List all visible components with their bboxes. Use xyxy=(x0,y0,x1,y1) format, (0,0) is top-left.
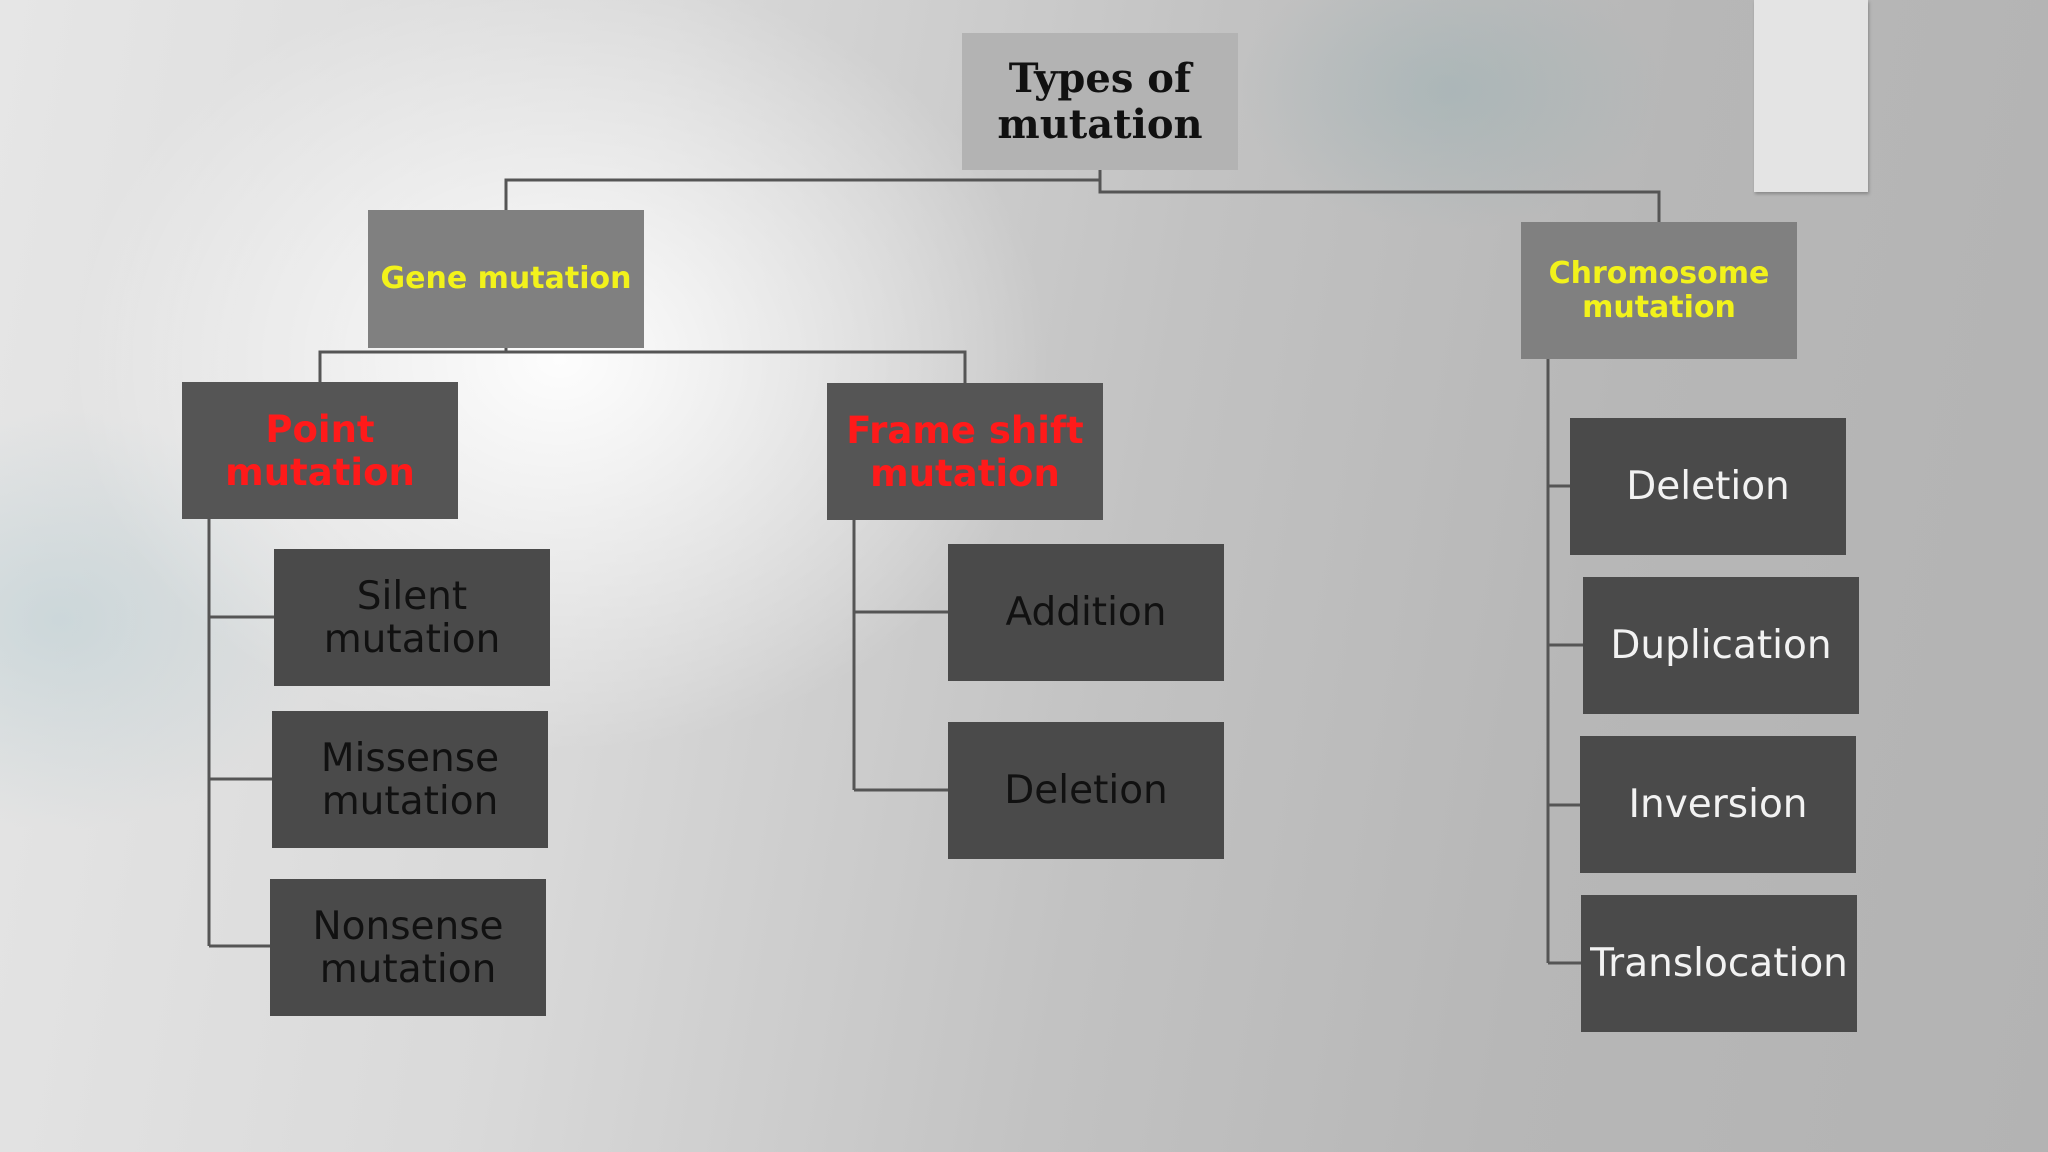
duplication-node: Duplication xyxy=(1583,577,1859,714)
nonsense-mutation-node: Nonsense mutation xyxy=(270,879,546,1016)
frameshift-mutation-node: Frame shift mutation xyxy=(827,383,1103,520)
missense-mutation-node: Missense mutation xyxy=(272,711,548,848)
translocation-node: Translocation xyxy=(1581,895,1857,1032)
frameshift-deletion-node: Deletion xyxy=(948,722,1224,859)
chromosome-mutation-node: Chromosome mutation xyxy=(1521,222,1797,359)
connector-gene-point xyxy=(318,348,508,382)
decorative-rectangle xyxy=(1754,0,1868,192)
addition-node: Addition xyxy=(948,544,1224,681)
chromosome-deletion-node: Deletion xyxy=(1570,418,1846,555)
root-node: Types of mutation xyxy=(962,33,1238,170)
silent-mutation-node: Silent mutation xyxy=(274,549,550,686)
point-mutation-node: Point mutation xyxy=(182,382,458,519)
connector-gene-frameshift xyxy=(504,348,967,383)
inversion-node: Inversion xyxy=(1580,736,1856,873)
connector-root-chromosome xyxy=(1098,170,1661,222)
gene-mutation-node: Gene mutation xyxy=(368,210,644,348)
connector-root-gene xyxy=(504,170,1102,210)
